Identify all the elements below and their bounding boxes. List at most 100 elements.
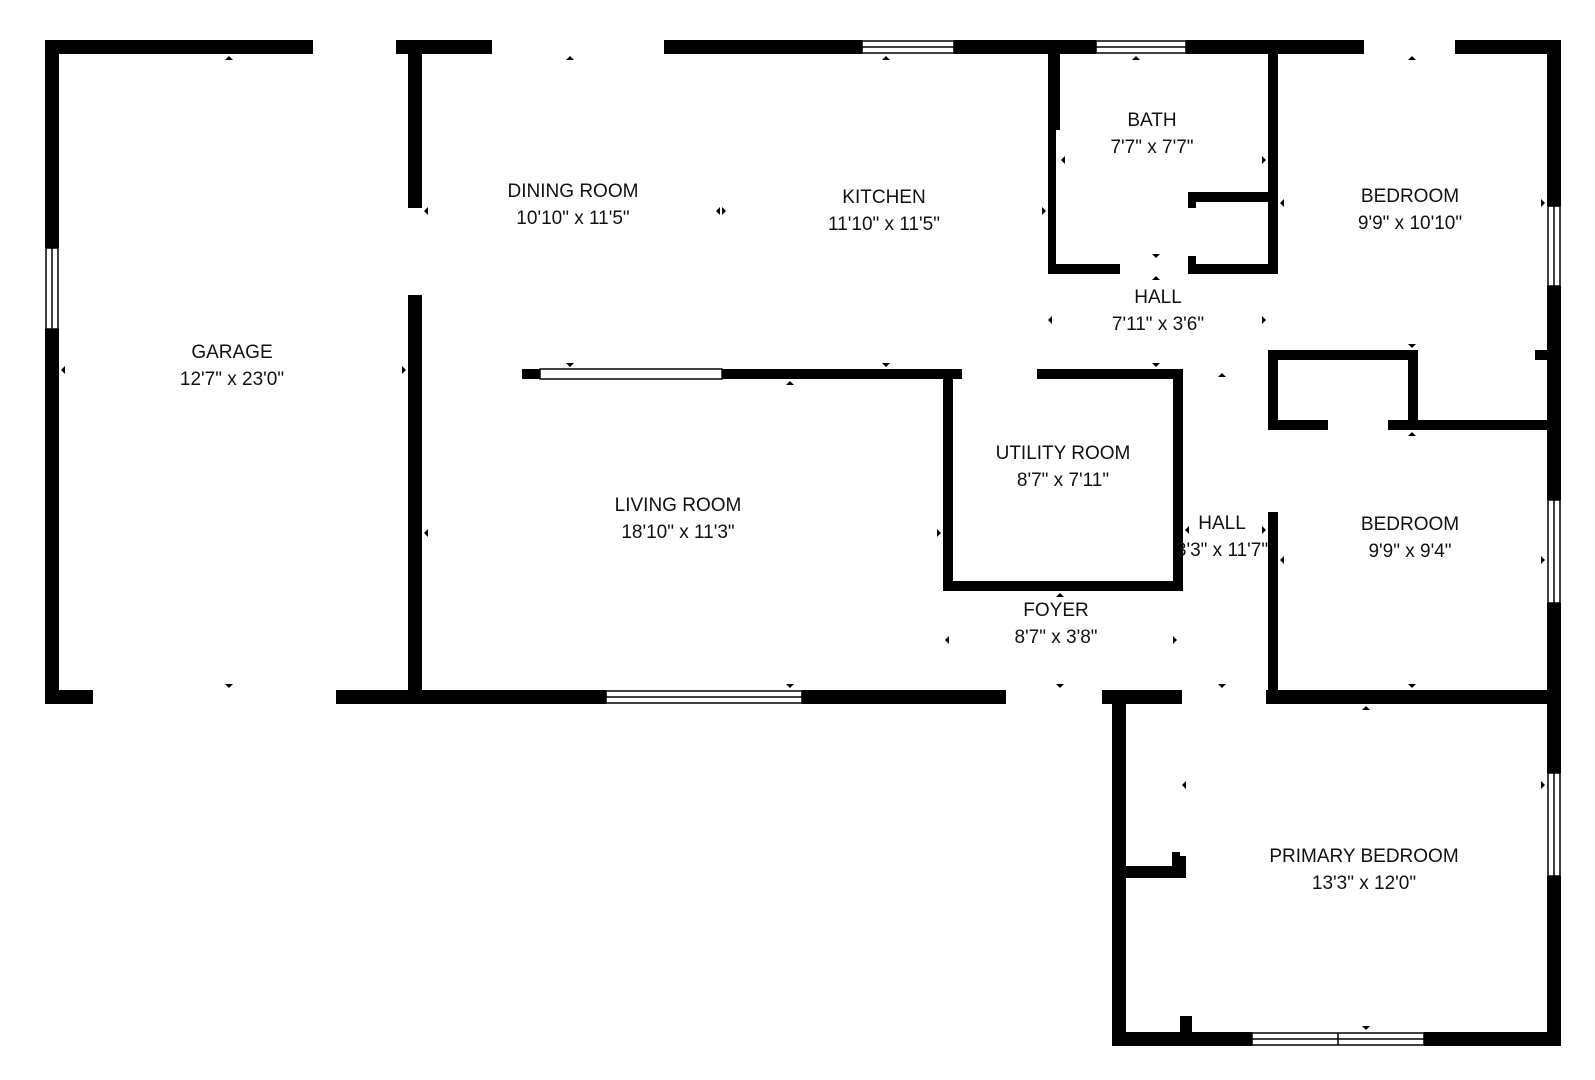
marker [882, 363, 890, 367]
room-size: 7'7" x 7'7" [1110, 137, 1194, 158]
marker [1541, 781, 1545, 789]
dimension-markers [61, 56, 1545, 1030]
room-name: HALL [1198, 513, 1246, 534]
marker [1541, 556, 1545, 564]
room-name: FOYER [1023, 600, 1089, 621]
room-size: 11'10" x 11'5" [828, 214, 940, 235]
room-name: DINING ROOM [507, 181, 639, 202]
room-name: GARAGE [191, 342, 273, 363]
room-label-dining-room: DINING ROOM 10'10" x 11'5" [508, 178, 639, 232]
wall [1266, 690, 1561, 704]
room-name: HALL [1134, 287, 1182, 308]
marker [424, 529, 428, 537]
wall [1172, 852, 1180, 864]
wall [1268, 350, 1278, 430]
wall [802, 690, 1006, 704]
marker [1173, 636, 1177, 644]
marker [225, 56, 233, 60]
wall [1112, 866, 1186, 878]
marker [786, 381, 794, 385]
marker [945, 636, 949, 644]
marker [1048, 316, 1052, 324]
room-label-bath: BATH 7'7" x 7'7" [1110, 107, 1193, 161]
wall [1188, 256, 1196, 274]
wall [408, 295, 422, 704]
room-size: 8'7" x 7'11" [1016, 470, 1110, 491]
wall [1547, 286, 1561, 500]
marker [566, 56, 574, 60]
room-size: 9'9" x 10'10" [1357, 213, 1463, 234]
wall [722, 369, 962, 379]
room-label-hall-2: HALL 3'3" x 11'7" [1176, 510, 1268, 564]
marker [1185, 526, 1189, 534]
wall [1547, 603, 1561, 773]
marker [225, 684, 233, 688]
marker [1218, 684, 1226, 688]
wall [1048, 40, 1056, 274]
marker [722, 207, 726, 215]
room-label-primary-bedroom: PRIMARY BEDROOM 13'3" x 12'0" [1269, 843, 1458, 897]
marker [1042, 207, 1046, 215]
room-size: 3'3" x 11'7" [1175, 540, 1269, 561]
wall [1188, 264, 1278, 274]
wall [1535, 350, 1561, 360]
wall [1547, 40, 1561, 206]
room-name: BEDROOM [1360, 186, 1460, 207]
wall [45, 40, 313, 54]
wall [1455, 40, 1561, 54]
wall [336, 690, 606, 704]
marker [424, 207, 428, 215]
wall [1268, 512, 1278, 704]
marker [61, 366, 65, 374]
marker [1262, 316, 1266, 324]
room-label-kitchen: KITCHEN 11'10" x 11'5" [828, 184, 940, 238]
marker [1280, 199, 1284, 207]
wall [1173, 369, 1183, 591]
room-label-foyer: FOYER 8'7" x 3'8" [1014, 597, 1097, 651]
wall [45, 40, 59, 248]
room-name: UTILITY ROOM [995, 443, 1131, 464]
marker [1408, 344, 1416, 348]
room-size: 7'11" x 3'6" [1111, 314, 1205, 335]
room-size: 12'7" x 23'0" [179, 369, 285, 390]
wall [943, 369, 953, 591]
marker [1280, 556, 1284, 564]
room-size: 8'7" x 3'8" [1014, 627, 1098, 648]
marker [1056, 593, 1064, 597]
marker [1408, 684, 1416, 688]
marker [1408, 432, 1416, 436]
wall [1388, 420, 1561, 430]
marker [1152, 363, 1160, 367]
room-name: LIVING ROOM [614, 495, 742, 516]
room-label-bedroom-2: BEDROOM 9'9" x 9'4" [1361, 511, 1459, 565]
marker [786, 684, 794, 688]
marker [716, 207, 720, 215]
marker [566, 363, 574, 367]
walls [45, 40, 1561, 1046]
marker [1262, 526, 1266, 534]
room-name: BATH [1127, 110, 1177, 131]
marker [1362, 706, 1370, 710]
marker [1152, 276, 1160, 280]
room-label-bedroom: BEDROOM 9'9" x 10'10" [1358, 183, 1462, 237]
wall [522, 369, 540, 379]
marker [1182, 781, 1186, 789]
marker [1541, 199, 1545, 207]
room-name: KITCHEN [842, 187, 926, 208]
marker [1152, 254, 1160, 258]
marker [1362, 1026, 1370, 1030]
wall [1180, 1016, 1192, 1046]
marker [1056, 684, 1064, 688]
marker [1132, 56, 1140, 60]
wall [1268, 420, 1328, 430]
marker [402, 366, 406, 374]
wall [1268, 350, 1418, 360]
wall [45, 329, 59, 704]
windows [45, 40, 1561, 1046]
window [539, 368, 723, 380]
wall [1424, 1032, 1561, 1046]
marker [937, 529, 941, 537]
wall [1408, 350, 1418, 430]
wall [1188, 192, 1196, 208]
